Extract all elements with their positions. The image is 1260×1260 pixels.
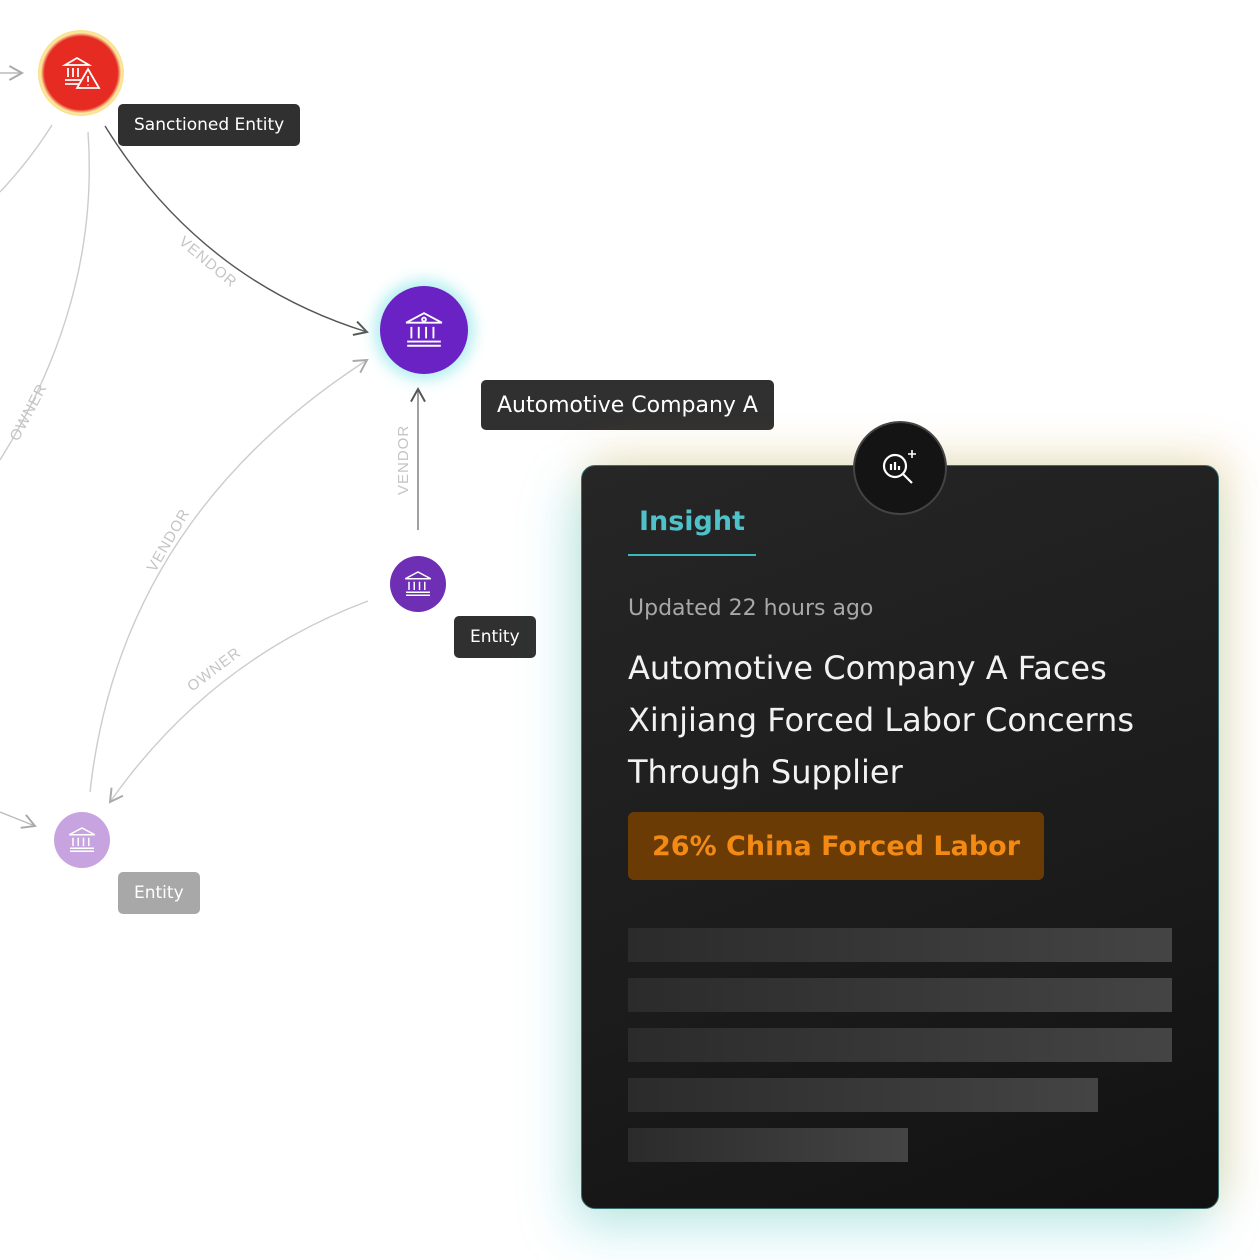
bank-icon [68, 827, 96, 852]
edge-label: VENDOR [175, 233, 240, 291]
node-label: Sanctioned Entity [118, 104, 301, 146]
placeholder-line [628, 1028, 1172, 1062]
bank-warning-icon [61, 56, 101, 89]
entity-node[interactable] [54, 812, 110, 868]
edge [89, 358, 369, 793]
edge [0, 124, 53, 193]
insight-headline: Automotive Company A Faces Xinjiang Forc… [628, 649, 1134, 791]
edge-label: OWNER [184, 644, 244, 695]
placeholder-line [628, 978, 1172, 1012]
analytics-search-icon [882, 450, 916, 484]
node-label-text: Entity [134, 883, 184, 903]
edge [0, 811, 37, 829]
entity-node[interactable] [390, 556, 446, 612]
insight-search-button[interactable] [853, 421, 947, 515]
edge-label: VENDOR [144, 506, 194, 575]
placeholder-line [628, 1128, 908, 1162]
placeholder-line [628, 1078, 1098, 1112]
placeholder-line [628, 928, 1172, 962]
edge-label: OWNER [7, 381, 51, 444]
edge [108, 600, 369, 804]
node-label-text: Sanctioned Entity [134, 115, 285, 135]
automotive-company-node[interactable] [380, 286, 468, 374]
updated-timestamp: Updated 22 hours ago [628, 596, 874, 621]
node-label: Automotive Company A [481, 380, 774, 430]
edge-label: VENDOR [395, 425, 412, 495]
risk-badge: 26% China Forced Labor [628, 812, 1045, 880]
node-label: Entity [118, 872, 200, 914]
node-label-text: Entity [470, 627, 520, 647]
edge [104, 125, 369, 336]
sanctioned-entity-node[interactable] [38, 30, 124, 116]
tab-insight[interactable]: Insight [628, 506, 756, 556]
edge [0, 131, 90, 461]
node-label: Entity [454, 616, 536, 658]
node-label-text: Automotive Company A [497, 392, 758, 418]
bank-icon [404, 571, 432, 596]
bank-icon [405, 312, 443, 347]
insight-card: Insight Updated 22 hours ago Automotive … [581, 465, 1219, 1209]
